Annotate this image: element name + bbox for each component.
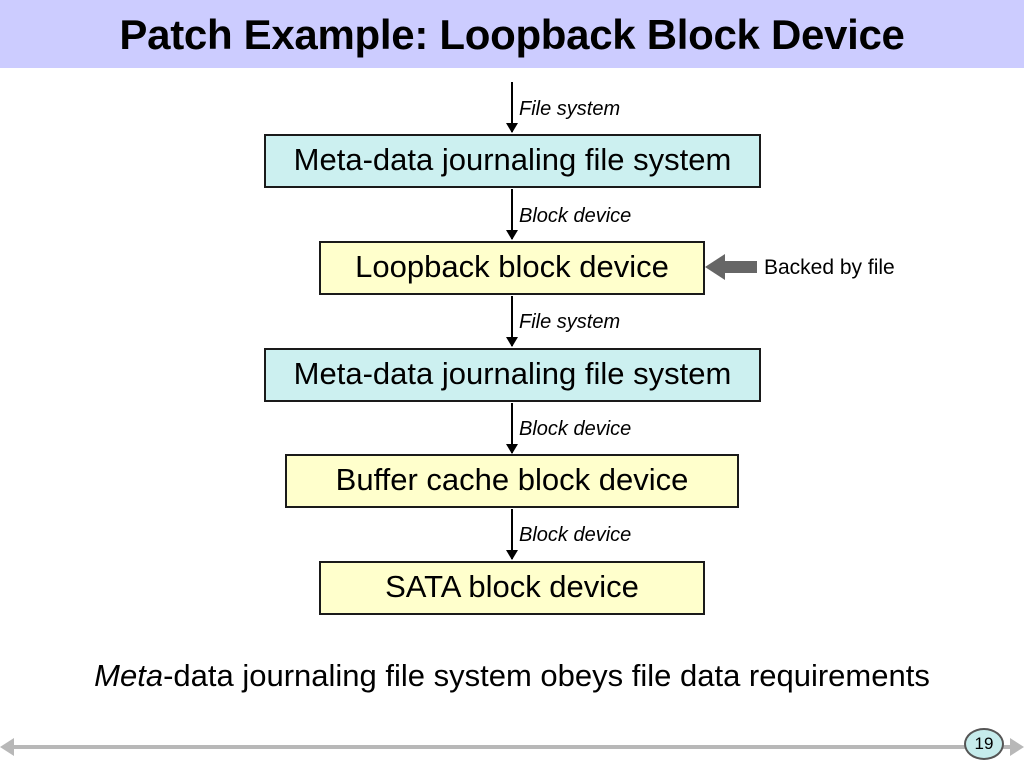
interface-label-4: Block device [519,524,632,546]
page-number-badge: 19 [964,728,1004,760]
next-slide-arrow-icon[interactable] [1010,738,1024,756]
interface-arrow-3 [506,403,518,454]
interface-arrow-2 [506,296,518,347]
caption-italic: Meta [94,658,164,693]
interface-label-0: File system [519,98,621,120]
slide-title: Patch Example: Loopback Block Device [119,11,905,58]
interface-label-1: Block device [519,205,632,227]
layer-box-4: SATA block device [319,561,705,615]
interface-label-2: File system [519,311,621,333]
side-note: Backed by file [764,256,895,279]
interface-arrow-1 [506,189,518,240]
interface-label-3: Block device [519,418,632,440]
layer-box-1: Loopback block device [319,241,705,295]
backed-arrow-icon [705,254,757,280]
interface-arrow-0 [506,82,518,133]
interface-arrow-4 [506,509,518,560]
previous-slide-arrow-icon[interactable] [0,738,14,756]
layer-box-2: Meta-data journaling file system [264,348,761,402]
title-bar [0,0,1024,68]
layer-box-0: Meta-data journaling file system [264,134,761,188]
caption: Meta-data journaling file system obeys f… [0,656,1024,696]
layer-box-3: Buffer cache block device [285,454,739,508]
footer-line [10,745,1014,749]
caption-rest: -data journaling file system obeys file … [163,658,930,693]
